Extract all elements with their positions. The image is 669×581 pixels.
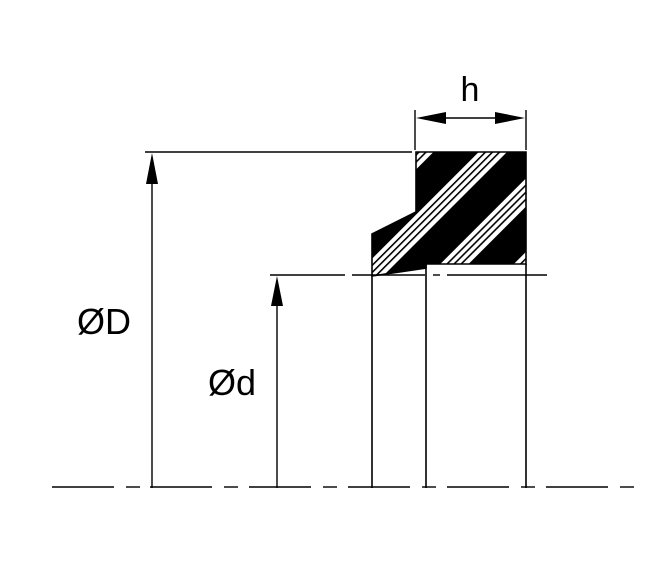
outer-diameter-dimension: ØD xyxy=(77,151,412,488)
outer-diameter-label: ØD xyxy=(77,301,131,342)
inner-diameter-label: Ød xyxy=(208,362,256,403)
inner-diameter-dimension: Ød xyxy=(208,276,283,488)
projection-lines xyxy=(371,264,527,488)
seal-profile xyxy=(371,151,527,277)
height-label: h xyxy=(461,71,480,109)
height-dimension: h xyxy=(414,71,527,150)
